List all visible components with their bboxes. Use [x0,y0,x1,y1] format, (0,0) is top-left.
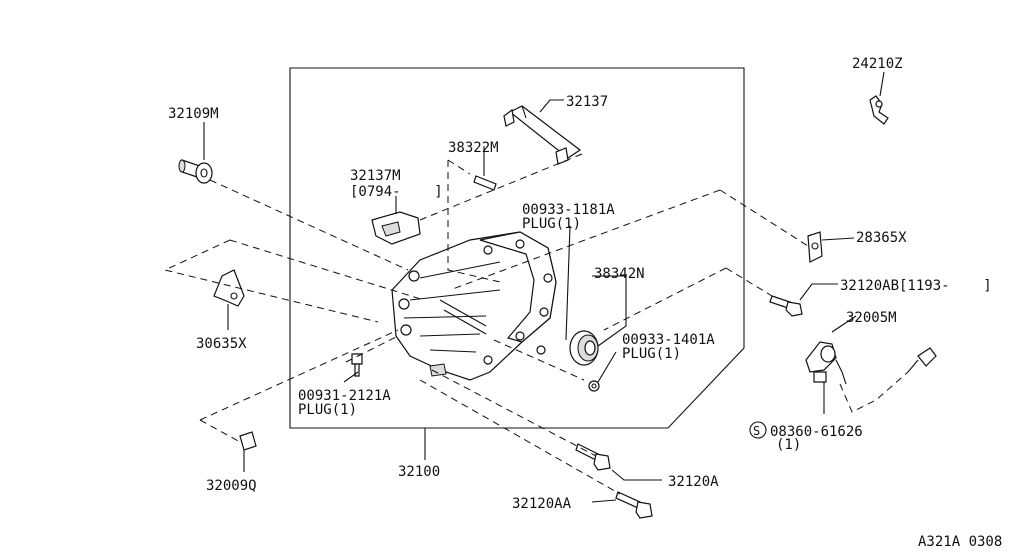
label-38322m: 38322M [448,140,499,156]
label-00931-2121a: 00931-2121A [298,388,391,404]
label-24210z: 24210Z [852,56,903,72]
oil-seal-38342n [569,330,599,366]
drawing-code: A321A 0308 [918,534,1002,550]
label-28365x: 28365X [856,230,907,246]
dashed-guide-lines [163,153,909,495]
label-32109m: 32109M [168,106,219,122]
bracket-28365x [807,231,823,263]
label-00933-1401a: 00933-1401A [622,332,715,348]
label-38342n: 38342N [594,266,645,282]
bolt-32120ab [769,295,803,317]
bracket-30635x [213,269,245,307]
label-00933-1401a-sub: PLUG(1) [622,346,681,362]
label-32137m: 32137M [350,168,401,184]
sensor-32005m [805,341,937,385]
label-00933-1181a: 00933-1181A [522,202,615,218]
label-00931-2121a-sub: PLUG(1) [298,402,357,418]
label-32120a: 32120A [668,474,719,490]
bracket-32137 [503,105,582,165]
extension-32109m [178,159,213,184]
label-32009q: 32009Q [206,478,257,494]
label-30635x: 30635X [196,336,247,352]
pin-38322m [473,175,497,191]
clip-32009q [239,431,257,451]
label-32100: 32100 [398,464,440,480]
assembly-frame [289,67,745,429]
label-32120ab: 32120AB[1193- ] [840,278,992,294]
leader-lines [203,71,885,503]
label-32137: 32137 [566,94,608,110]
label-s-mark: S [753,424,760,438]
plug-00933-1181a [536,345,546,355]
label-08360-61626: 08360-61626 [770,424,863,440]
plug-00933-1401a [588,380,600,392]
s-mark-circle [749,421,767,439]
label-32137m-date: [0794- ] [350,184,443,200]
plug-00931-2121a [351,353,363,377]
bolt-32120aa [615,491,653,519]
transmission-case-32100 [391,231,557,381]
label-08360-61626-sub: (1) [776,437,801,453]
bracket-32137m [371,211,421,245]
label-32005m: 32005M [846,310,897,326]
label-00933-1181a-sub: PLUG(1) [522,216,581,232]
clip-24210z [869,95,889,125]
label-32120aa: 32120AA [512,496,572,512]
